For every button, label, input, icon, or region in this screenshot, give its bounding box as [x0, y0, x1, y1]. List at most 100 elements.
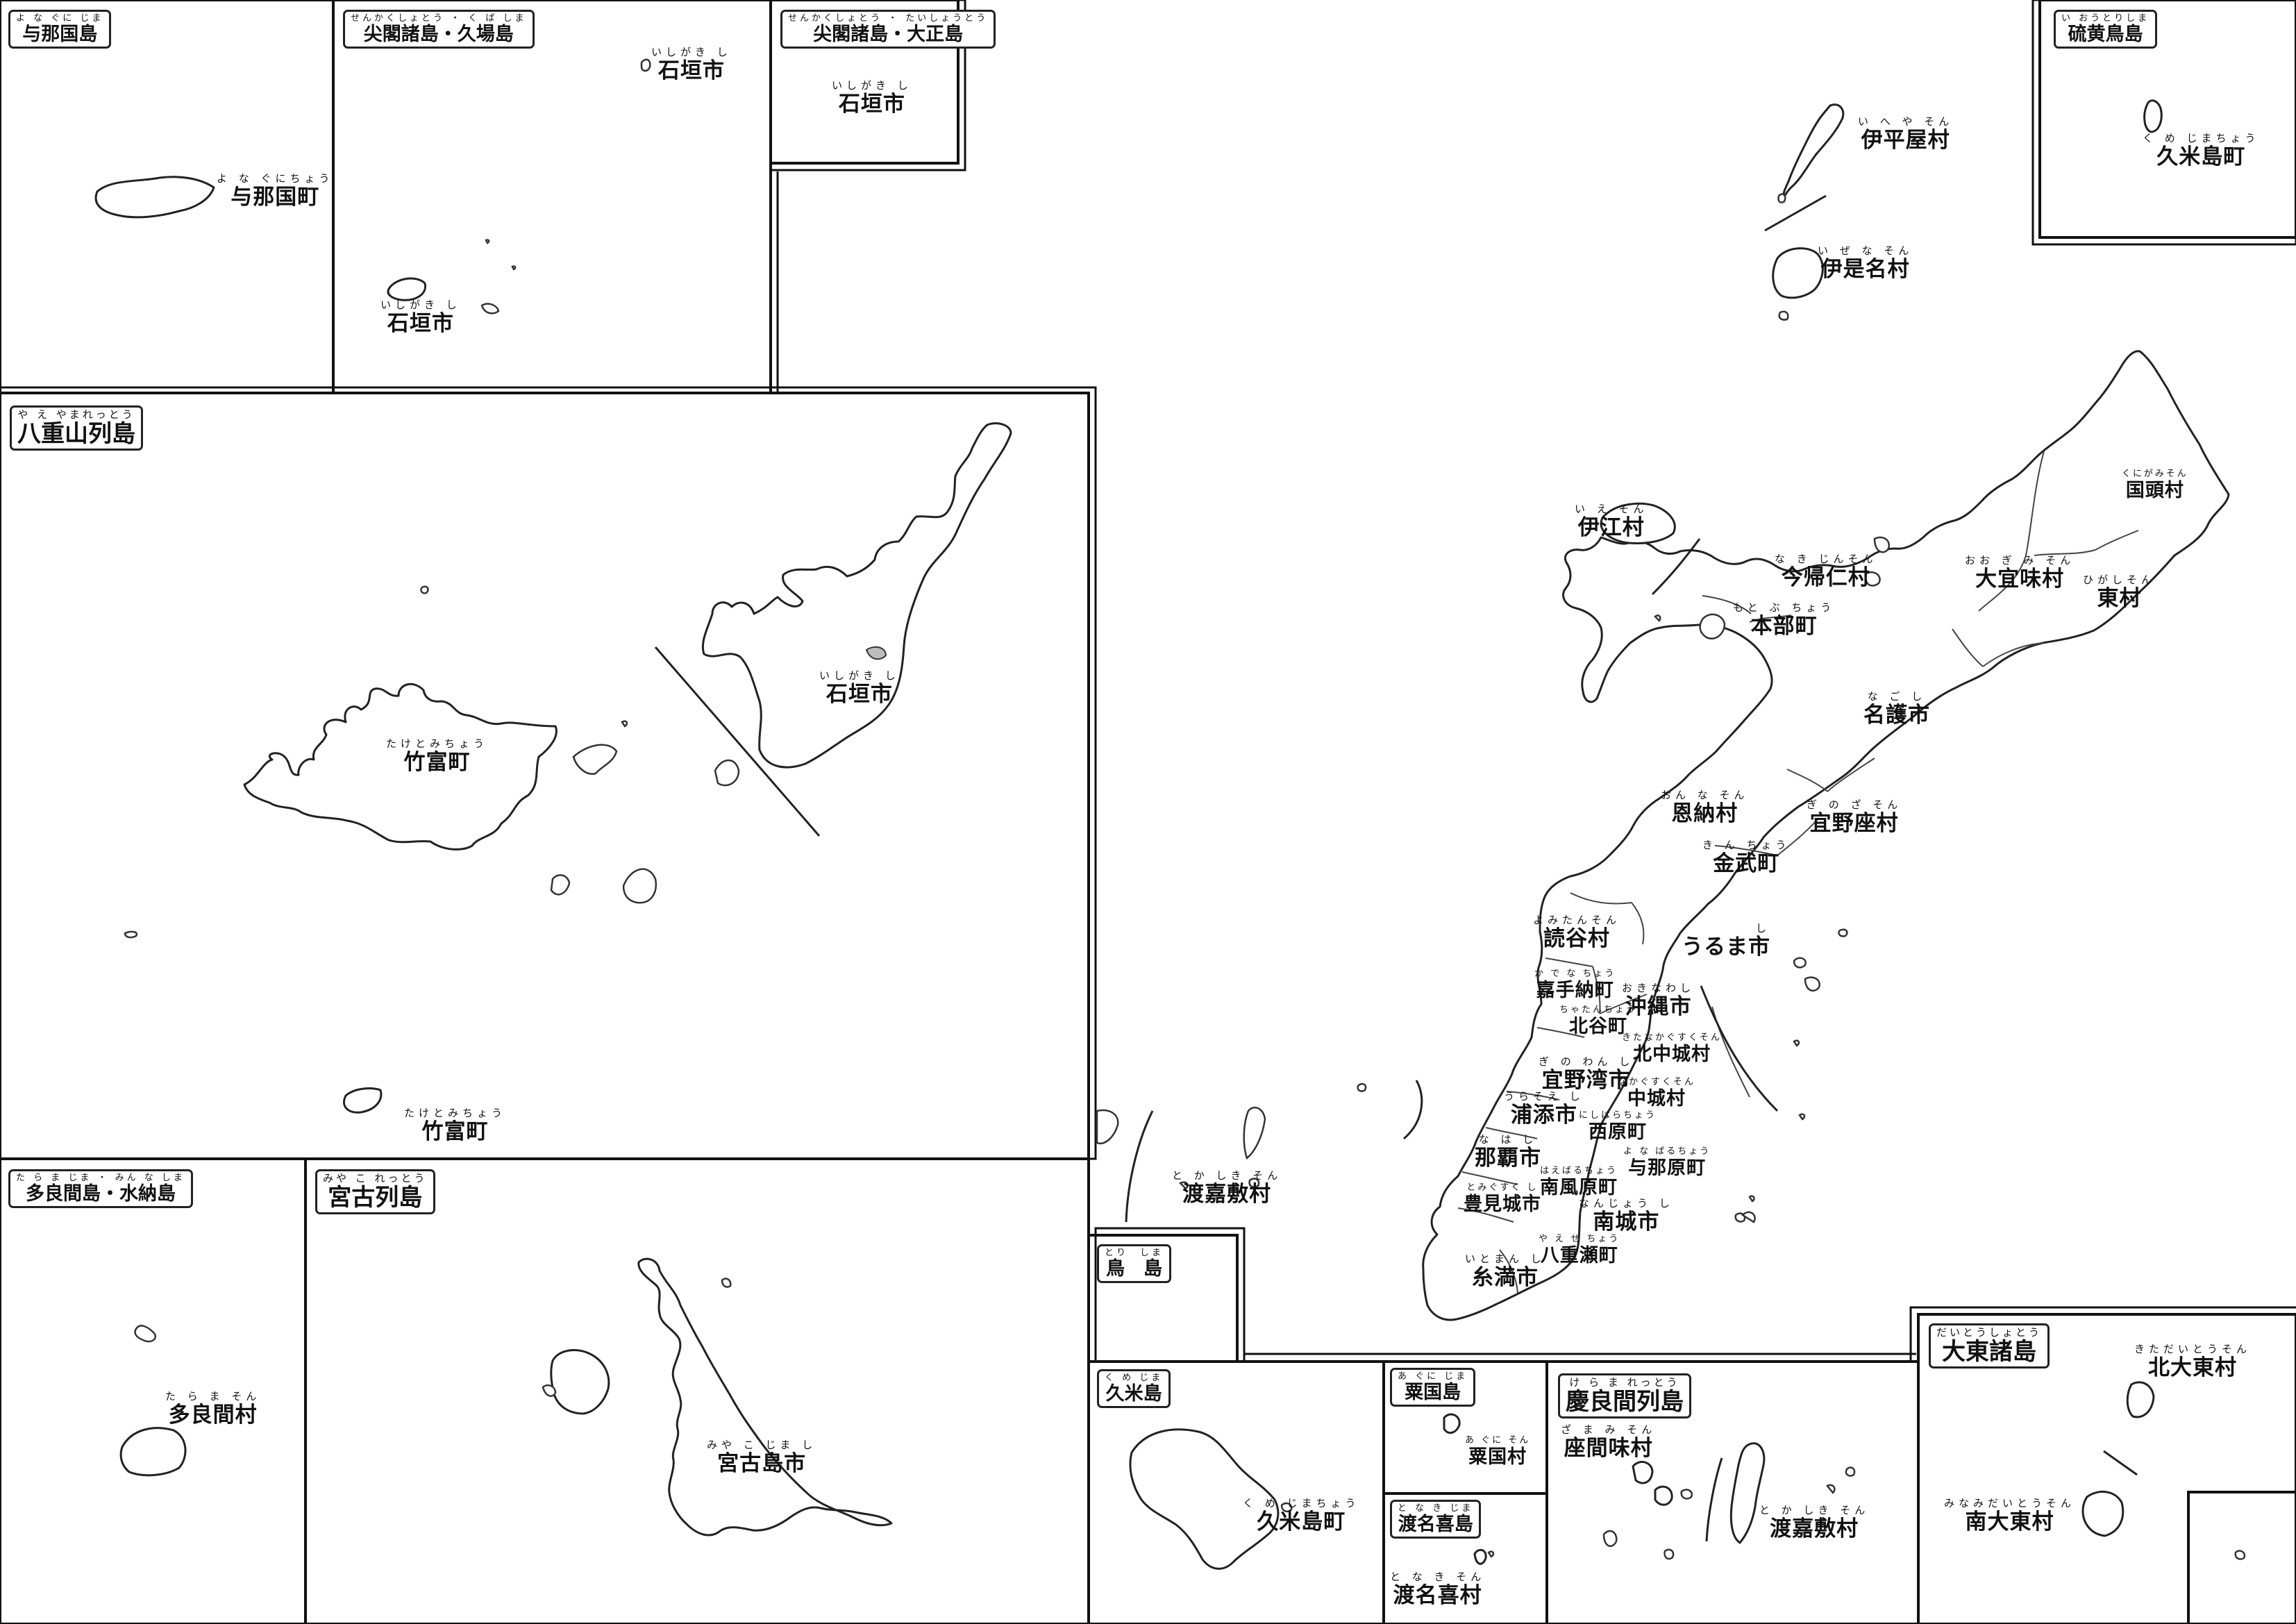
inset-ruby: け ら ま れっとう — [1569, 1376, 1680, 1389]
label-uruma: し うるま市 — [1682, 923, 1770, 958]
boundary-yomitan-kadena — [1545, 957, 1593, 967]
label-naha: な は し 那覇市 — [1475, 1135, 1541, 1169]
iheya-izena — [1764, 103, 1845, 321]
label-ruby: たけとみちょう — [386, 737, 489, 750]
label-name: 本部町 — [1750, 614, 1818, 639]
boundary-chatan-kitanakagusuku — [1536, 1027, 1585, 1038]
label-name: 南風原町 — [1540, 1177, 1618, 1198]
island-aragusuku — [550, 874, 571, 896]
island-kerama-west — [1602, 1530, 1618, 1548]
label-itoman: いとまん し 糸満市 — [1465, 1254, 1545, 1289]
inset-name: 鳥 島 — [1106, 1258, 1162, 1280]
label-name: 浦添市 — [1510, 1103, 1577, 1128]
label-ruby: うらそえ し — [1504, 1090, 1584, 1103]
label-ruby: いしがき し — [651, 46, 732, 58]
label-zamami: ざ ま み そん 座間味村 — [1561, 1425, 1656, 1459]
label-ishigaki-taisho: いしがき し 石垣市 — [832, 81, 912, 115]
inset-title-kerama: け ら ま れっとう 慶良間列島 — [1558, 1373, 1691, 1418]
frame-senkaku-taisho-outer — [769, 0, 966, 171]
inset-title-iou-tori: い おうとりしま 硫黄鳥島 — [2054, 10, 2158, 49]
label-name: 北大東村 — [2148, 1355, 2237, 1380]
inset-ruby: よ な ぐに じま — [16, 13, 104, 24]
island-yonaguni — [94, 176, 215, 219]
boundary-urasoe-nishihara — [1485, 1127, 1538, 1139]
boundary-higashi-nago — [1982, 642, 2045, 667]
label-name: 恩納村 — [1671, 801, 1738, 826]
inset-name: 多良間島・水納島 — [25, 1183, 176, 1205]
label-ruby: ぎ の ざ そん — [1807, 798, 1902, 811]
island-tiny-okinawa-2 — [1798, 1113, 1806, 1121]
inset-ruby: あ ぐに じま — [1398, 1371, 1468, 1382]
boundary-nago-ginoza — [1827, 757, 1875, 792]
label-ruby: あ ぐに そん — [1465, 1435, 1531, 1446]
island-ishigaki — [702, 422, 1012, 769]
label-ruby: く め じまちょう — [1243, 1497, 1360, 1509]
label-name: 石垣市 — [838, 92, 905, 117]
island-noho — [1777, 193, 1786, 203]
ishigaki-shade — [865, 646, 887, 660]
island-ie — [1600, 502, 1676, 544]
island-tarama — [119, 1427, 187, 1477]
inset-name: 久米島 — [1105, 1383, 1162, 1405]
frame-yaeyama — [0, 392, 1090, 1160]
frame-iou-tori — [2038, 0, 2296, 239]
island-tiny-okinawa-4 — [1748, 1195, 1755, 1203]
island-geruma — [1680, 1489, 1693, 1500]
island-tonaki — [1473, 1548, 1487, 1565]
island-kerama-north — [1826, 1484, 1836, 1494]
label-ruby: たけとみちょう — [404, 1107, 507, 1119]
inset-ruby: と な き じま — [1398, 1503, 1474, 1514]
label-name: 与那国町 — [231, 185, 320, 210]
label-name: 那覇市 — [1475, 1146, 1541, 1171]
frame-iou-tori-outer — [2031, 0, 2296, 246]
label-name: 名護市 — [1863, 703, 1930, 728]
label-ruby: いしがき し — [819, 669, 900, 682]
label-yonabaru: よ な ばるちょう 与那原町 — [1623, 1147, 1711, 1178]
label-name: 南城市 — [1593, 1209, 1660, 1234]
island-kouri — [1873, 536, 1891, 553]
label-ruby: いしがき し — [832, 79, 912, 92]
label-ruby: た ら ま そん — [165, 1390, 261, 1403]
inset-title-yaeyama: や え やまれっとう 八重山列島 — [10, 405, 143, 451]
inset-title-tori: とり しま 鳥 島 — [1097, 1244, 1172, 1283]
label-ruby: いとまん し — [1465, 1253, 1545, 1265]
boundary-uruma-okinawa — [1599, 994, 1648, 1014]
island-kuroshima — [622, 868, 657, 904]
label-ruby: な ご し — [1867, 690, 1927, 703]
island-irabu-small — [542, 1384, 557, 1397]
label-ginoza: ぎ の ざ そん 宜野座村 — [1807, 800, 1902, 835]
island-tokashiki-main-3 — [1248, 1178, 1260, 1188]
frame-daito — [1917, 1313, 2296, 1624]
kerama-islands — [1602, 1442, 1856, 1560]
island-kuba-small-3 — [485, 239, 490, 244]
label-name: 渡嘉敷村 — [1770, 1516, 1859, 1541]
island-okinawa-main — [1422, 350, 2230, 1321]
boundary-itoman-yaese — [1499, 1249, 1518, 1294]
label-yaese: や え せ ちょう 八重瀬町 — [1539, 1234, 1620, 1265]
island-okidaito — [2234, 1550, 2246, 1560]
frame-oki-daito — [2187, 1491, 2296, 1624]
inset-title-kume: く め じま 久米島 — [1097, 1369, 1171, 1408]
label-tonaki-son: と な き そん 渡名喜村 — [1390, 1572, 1485, 1607]
boundary-ogimi-nago — [1952, 628, 1984, 667]
island-tiny-1 — [420, 585, 429, 594]
label-chatan: ちゃたんちょう 北谷町 — [1559, 1005, 1637, 1036]
label-name: 今帰仁村 — [1781, 565, 1870, 590]
label-kunigami: くにがみそん 国頭村 — [2122, 469, 2188, 500]
label-tokashiki-main: と か しき そん 渡嘉敷村 — [1172, 1171, 1282, 1205]
label-ishigaki-main: いしがき し 石垣市 — [819, 671, 900, 705]
label-name: 伊平屋村 — [1861, 128, 1950, 153]
island-tiny-okinawa-1 — [1654, 614, 1661, 622]
label-ruby: と か しき そん — [1172, 1169, 1282, 1182]
label-name: 糸満市 — [1471, 1265, 1539, 1290]
boundary-tomigusuku-nanjo — [1457, 1207, 1514, 1223]
label-ruby: みや こ じま し — [707, 1439, 817, 1451]
island-ikei — [1838, 928, 1848, 937]
label-ruby: きただいとうそん — [2134, 1343, 2252, 1355]
inset-title-tarama: た ら ま じま ・ みん な しま 多良間島・水納島 — [8, 1169, 193, 1208]
inset-ruby: とり しま — [1105, 1248, 1164, 1258]
inset-name: 慶良間列島 — [1566, 1388, 1684, 1416]
label-ruby: か で な ちょう — [1534, 969, 1616, 979]
label-tomigusuku: とみぐすく し 豊見城市 — [1464, 1183, 1541, 1214]
